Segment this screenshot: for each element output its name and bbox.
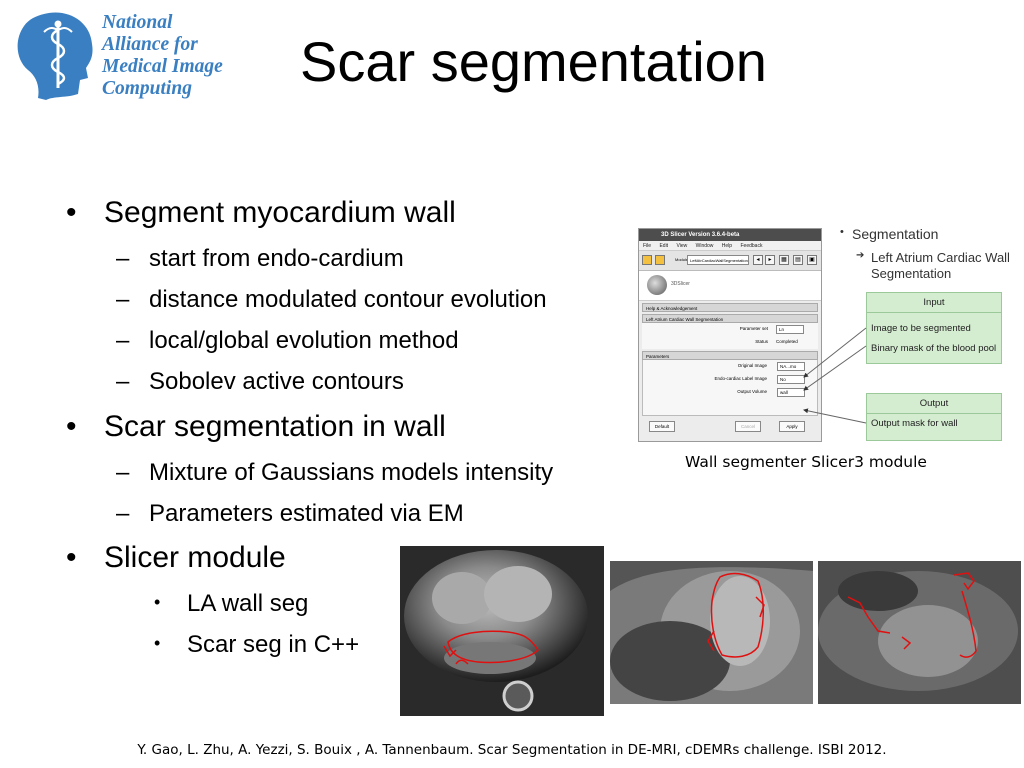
default-button[interactable]: Default bbox=[649, 421, 675, 432]
home-icon[interactable] bbox=[642, 255, 652, 265]
figure-caption: Wall segmenter Slicer3 module bbox=[685, 452, 927, 471]
original-image-select[interactable]: NA...mo bbox=[777, 362, 805, 371]
output-volume-row: Output Volume wall bbox=[643, 386, 817, 399]
parameter-set-row: Parameter set Ln bbox=[642, 323, 818, 336]
cancel-button[interactable]: Cancel bbox=[735, 421, 761, 432]
slicer-window-title: 3D Slicer Version 3.6.4-beta bbox=[639, 229, 821, 241]
citation-footer: Y. Gao, L. Zhu, A. Yezzi, S. Bouix , A. … bbox=[137, 742, 887, 758]
parameter-set-label: Parameter set bbox=[739, 326, 768, 331]
menu-item-view[interactable]: View bbox=[676, 243, 688, 249]
bullet-mark: • bbox=[66, 541, 77, 574]
next-module-icon[interactable]: ▸ bbox=[765, 255, 775, 265]
parameters-section-header[interactable]: Parameters bbox=[642, 351, 818, 360]
output-volume-select[interactable]: wall bbox=[777, 388, 805, 397]
dash-mark: – bbox=[116, 286, 130, 313]
slide-title: Scar segmentation bbox=[300, 30, 767, 93]
mri-image-short-axis bbox=[610, 561, 813, 704]
module-section-header[interactable]: Left Atrium Cardiac Wall Segmentation bbox=[642, 314, 818, 323]
bullet-text: Scar segmentation in wall bbox=[104, 410, 446, 443]
dash-mark: – bbox=[116, 327, 130, 354]
load-icon[interactable] bbox=[655, 255, 665, 265]
input-item: Binary mask of the blood pool bbox=[871, 343, 997, 354]
bullet-mark: • bbox=[154, 633, 161, 653]
slicer-toolbar: Modules: LeftAtrCardiacWallSegmentation … bbox=[639, 251, 821, 271]
dash-mark: – bbox=[116, 500, 130, 527]
menu-item-feedback[interactable]: Feedback bbox=[740, 243, 763, 249]
mri-image-axial bbox=[400, 546, 604, 716]
bullet-text: Segment myocardium wall bbox=[104, 196, 456, 229]
dash-mark: – bbox=[116, 245, 130, 272]
arrow-icon: ➔ bbox=[856, 250, 865, 261]
namic-logo: National Alliance for Medical Image Comp… bbox=[14, 10, 254, 102]
help-section-header[interactable]: Help & Acknowledgement bbox=[642, 303, 818, 312]
prev-module-icon[interactable]: ◂ bbox=[753, 255, 763, 265]
bullet-mark: • bbox=[66, 410, 77, 443]
endo-label-row: Endo-cardiac Label Image No bbox=[643, 373, 817, 386]
sub-bullet-text: Mixture of Gaussians models intensity bbox=[149, 459, 554, 486]
apply-button[interactable]: Apply bbox=[779, 421, 805, 432]
parameter-set-select[interactable]: Ln bbox=[776, 325, 804, 334]
original-image-label: Original Image bbox=[737, 363, 767, 368]
bullet-mark: • bbox=[66, 196, 77, 229]
caduceus-head-icon bbox=[17, 12, 93, 101]
input-header: Input bbox=[867, 293, 1001, 313]
dash-mark: – bbox=[116, 459, 130, 486]
sub-bullet-text: LA wall seg bbox=[187, 590, 309, 617]
input-item: Image to be segmented bbox=[871, 323, 971, 334]
status-row: Status Completed bbox=[642, 336, 818, 349]
slicer-logo-icon bbox=[647, 275, 667, 295]
logo-line-4: Computing bbox=[102, 78, 192, 99]
modules-label: Modules: bbox=[675, 257, 692, 262]
original-image-row: Original Image NA...mo bbox=[643, 360, 817, 373]
output-box: Output Output mask for wall bbox=[866, 393, 1002, 441]
status-value: Completed bbox=[776, 339, 798, 344]
mri-image-zoomed bbox=[818, 561, 1021, 704]
more-icon[interactable]: ▣ bbox=[807, 255, 817, 265]
logo-line-3: Medical Image bbox=[102, 56, 223, 77]
output-item: Output mask for wall bbox=[871, 418, 958, 429]
menu-item-window[interactable]: Window bbox=[695, 243, 714, 249]
sub-bullet-text: start from endo-cardium bbox=[149, 245, 404, 272]
segmentation-label: Segmentation bbox=[852, 226, 939, 242]
sub-bullet-text: Parameters estimated via EM bbox=[149, 500, 464, 527]
sub-bullet-text: Sobolev active contours bbox=[149, 368, 404, 395]
endo-label-select[interactable]: No bbox=[777, 375, 805, 384]
sub-bullet-text: distance modulated contour evolution bbox=[149, 286, 547, 313]
slicer-buttons: Default Cancel Apply bbox=[639, 416, 821, 436]
status-label: Status bbox=[755, 339, 768, 344]
output-volume-label: Output Volume bbox=[737, 389, 767, 394]
slicer-brand-name: 3DSlicer bbox=[671, 281, 690, 287]
endo-label-label: Endo-cardiac Label Image bbox=[714, 376, 767, 381]
menu-item-help[interactable]: Help bbox=[721, 243, 733, 249]
module-name-label: Left Atrium Cardiac Wall Segmentation bbox=[871, 250, 1010, 281]
output-header: Output bbox=[867, 394, 1001, 414]
input-box: Input Image to be segmented Binary mask … bbox=[866, 292, 1002, 364]
caption-text: Wall segmenter Slicer3 module bbox=[685, 453, 927, 471]
bullet-text: Slicer module bbox=[104, 541, 286, 574]
bullet-mark: • bbox=[154, 592, 161, 612]
bullet-mark: • bbox=[840, 226, 844, 238]
sub-bullet-text: local/global evolution method bbox=[149, 327, 459, 354]
slicer-screenshot: 3D Slicer Version 3.6.4-beta File Edit V… bbox=[638, 228, 822, 442]
menu-item-edit[interactable]: Edit bbox=[659, 243, 669, 249]
sub-bullet-text: Scar seg in C++ bbox=[187, 631, 360, 658]
logo-line-1: National bbox=[102, 12, 173, 33]
view-icon[interactable]: ▤ bbox=[793, 255, 803, 265]
logo-line-2: Alliance for bbox=[102, 34, 198, 55]
module-selector[interactable]: LeftAtrCardiacWallSegmentation bbox=[687, 255, 749, 265]
dash-mark: – bbox=[116, 368, 130, 395]
parameters-panel: Original Image NA...mo Endo-cardiac Labe… bbox=[642, 360, 818, 416]
slicer-brand: 3DSlicer bbox=[639, 271, 821, 301]
menu-item-file[interactable]: File bbox=[643, 243, 652, 249]
slicer-menu-bar: File Edit View Window Help Feedback bbox=[639, 241, 821, 251]
layout-icon[interactable]: ▦ bbox=[779, 255, 789, 265]
